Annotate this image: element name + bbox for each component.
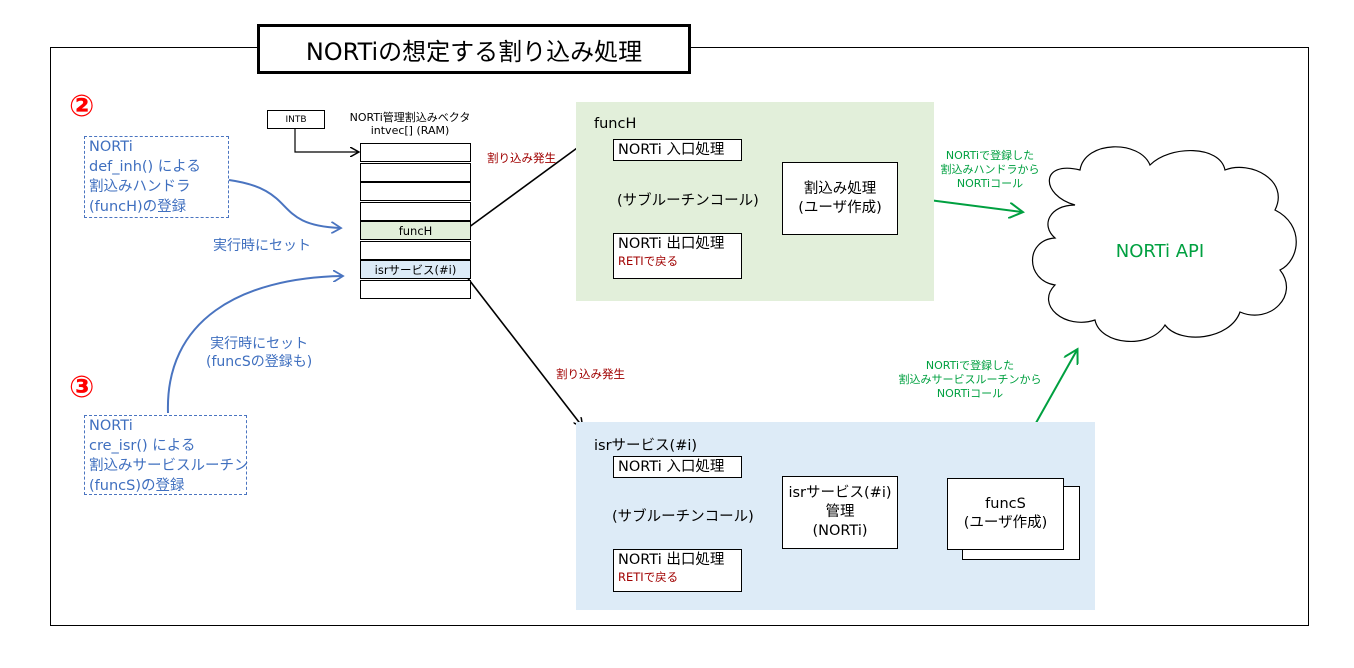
funch-exit-box: NORTi 出口処理 RETIで戻る: [613, 233, 742, 279]
step2-marker: ②: [69, 89, 95, 124]
vector-row: funcH: [360, 221, 471, 240]
isr-reti-note: RETIで戻る: [618, 570, 679, 584]
vector-row: isrサービス(#i): [360, 260, 471, 279]
vector-row: [360, 163, 471, 182]
isr-interrupt-arrow: [462, 271, 582, 426]
nortiapi-cloud-shape: [1032, 146, 1297, 343]
step3-description-box: NORTi cre_isr() による 割込みサービスルーチン (funcS)の…: [84, 415, 249, 495]
interrupt-label-s: 割り込み発生: [556, 367, 625, 381]
step3-set-note: 実行時にセット (funcSの登録も): [206, 336, 313, 370]
funch-exit-label: NORTi 出口処理: [618, 236, 725, 252]
nortiapi-label: NORTi API: [1115, 241, 1205, 262]
interrupt-label-h: 割り込み発生: [487, 151, 556, 165]
funch-subcall-label: (サブルーチンコール): [617, 193, 759, 209]
funch-api-call-note: NORTiで登録した 割込みハンドラから NORTiコール: [940, 149, 1040, 190]
intb-pointer-arrow: [294, 129, 358, 152]
isr-exit-box: NORTi 出口処理 RETIで戻る: [613, 549, 742, 592]
isr-panel-title: isrサービス(#i): [594, 438, 698, 454]
step2-set-note: 実行時にセット: [213, 238, 311, 254]
funch-reti-note: RETIで戻る: [618, 254, 679, 268]
vector-row: [360, 143, 471, 162]
vector-row: [360, 182, 471, 201]
isr-exit-label: NORTi 出口処理: [618, 552, 725, 568]
vector-row: [360, 280, 471, 299]
isr-manager-box: isrサービス(#i) 管理 (NORTi): [782, 476, 898, 549]
page-title: NORTiの想定する割り込み処理: [257, 24, 691, 74]
step3-set-curve: [166, 276, 342, 414]
funch-panel-title: funcH: [594, 116, 637, 132]
funch-entry-box: NORTi 入口処理: [613, 139, 742, 161]
isr-entry-box: NORTi 入口処理: [613, 456, 742, 478]
isr-subcall-label: (サブルーチンコール): [612, 509, 754, 525]
step3-marker: ③: [69, 370, 95, 405]
funch-user-process-box: 割込み処理 (ユーザ作成): [782, 162, 898, 235]
step2-description-box: NORTi def_inh() による 割込みハンドラ (funcH)の登録: [84, 136, 229, 218]
step2-set-curve: [228, 179, 340, 228]
vector-table-title: NORTi管理割込みベクタ intvec[] (RAM): [349, 111, 471, 137]
funcs-api-call-note: NORTiで登録した 割込みサービスルーチンから NORTiコール: [898, 359, 1042, 400]
funch-interrupt-arrow: [460, 140, 588, 234]
funcs-user-box: funcS (ユーザ作成): [947, 478, 1064, 550]
vector-row: [360, 241, 471, 260]
intb-register: INTB: [267, 110, 325, 129]
vector-row: [360, 202, 471, 221]
